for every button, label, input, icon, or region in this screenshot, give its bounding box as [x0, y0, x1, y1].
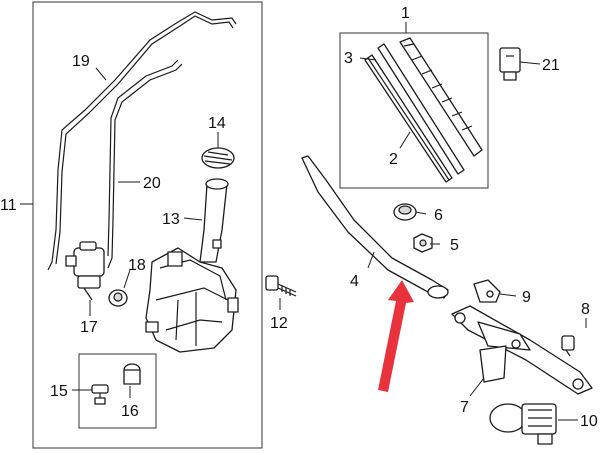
filler-neck-13	[199, 178, 229, 263]
pivot-cap-6	[393, 203, 417, 221]
callout-3: 3	[344, 50, 353, 67]
callout-17: 17	[80, 319, 98, 336]
reservoir-cap-14	[201, 147, 235, 169]
callout-19: 19	[72, 53, 90, 70]
callout-16: 16	[121, 403, 139, 420]
callout-21: 21	[542, 57, 560, 74]
callout-6: 6	[434, 207, 443, 224]
washer-hose-19-inner	[55, 15, 234, 265]
grommet-18	[108, 289, 128, 307]
callout-14: 14	[208, 115, 226, 132]
callout-20: 20	[143, 175, 161, 192]
callout-8: 8	[581, 301, 590, 318]
red-arrow-icon	[378, 280, 414, 392]
blade-group-frame	[339, 32, 489, 189]
callout-9: 9	[522, 289, 531, 306]
callout-11: 11	[0, 197, 17, 214]
washer-reservoir	[145, 247, 239, 353]
bolt-8	[561, 335, 575, 357]
washer-group-frame	[32, 1, 263, 449]
nozzle-cap-16	[123, 363, 141, 385]
washer-pump-17	[65, 241, 105, 301]
bracket-9	[473, 279, 501, 303]
wiper-arm-4	[301, 155, 449, 299]
callout-5: 5	[450, 237, 459, 254]
nut-5	[413, 233, 433, 253]
callout-7: 7	[460, 399, 469, 416]
callout-15: 15	[50, 383, 68, 400]
washer-hose-20	[107, 63, 183, 269]
washer-hose-19	[47, 11, 237, 271]
callout-12: 12	[270, 315, 288, 332]
connector-21	[499, 47, 521, 81]
washer-nozzle-15	[91, 384, 109, 405]
callout-10: 10	[580, 413, 598, 430]
callout-2: 2	[389, 151, 398, 168]
callout-13: 13	[162, 211, 180, 228]
callout-1: 1	[401, 5, 410, 22]
wiper-blade-assembly-1	[364, 37, 483, 183]
washer-hose-20-inner	[107, 59, 179, 257]
nozzle-group-frame	[78, 353, 157, 429]
bolt-12	[265, 275, 297, 297]
callout-18: 18	[128, 257, 146, 274]
callout-4: 4	[350, 273, 359, 290]
wiper-linkage-7	[451, 305, 593, 395]
wiper-motor-10	[489, 403, 557, 445]
